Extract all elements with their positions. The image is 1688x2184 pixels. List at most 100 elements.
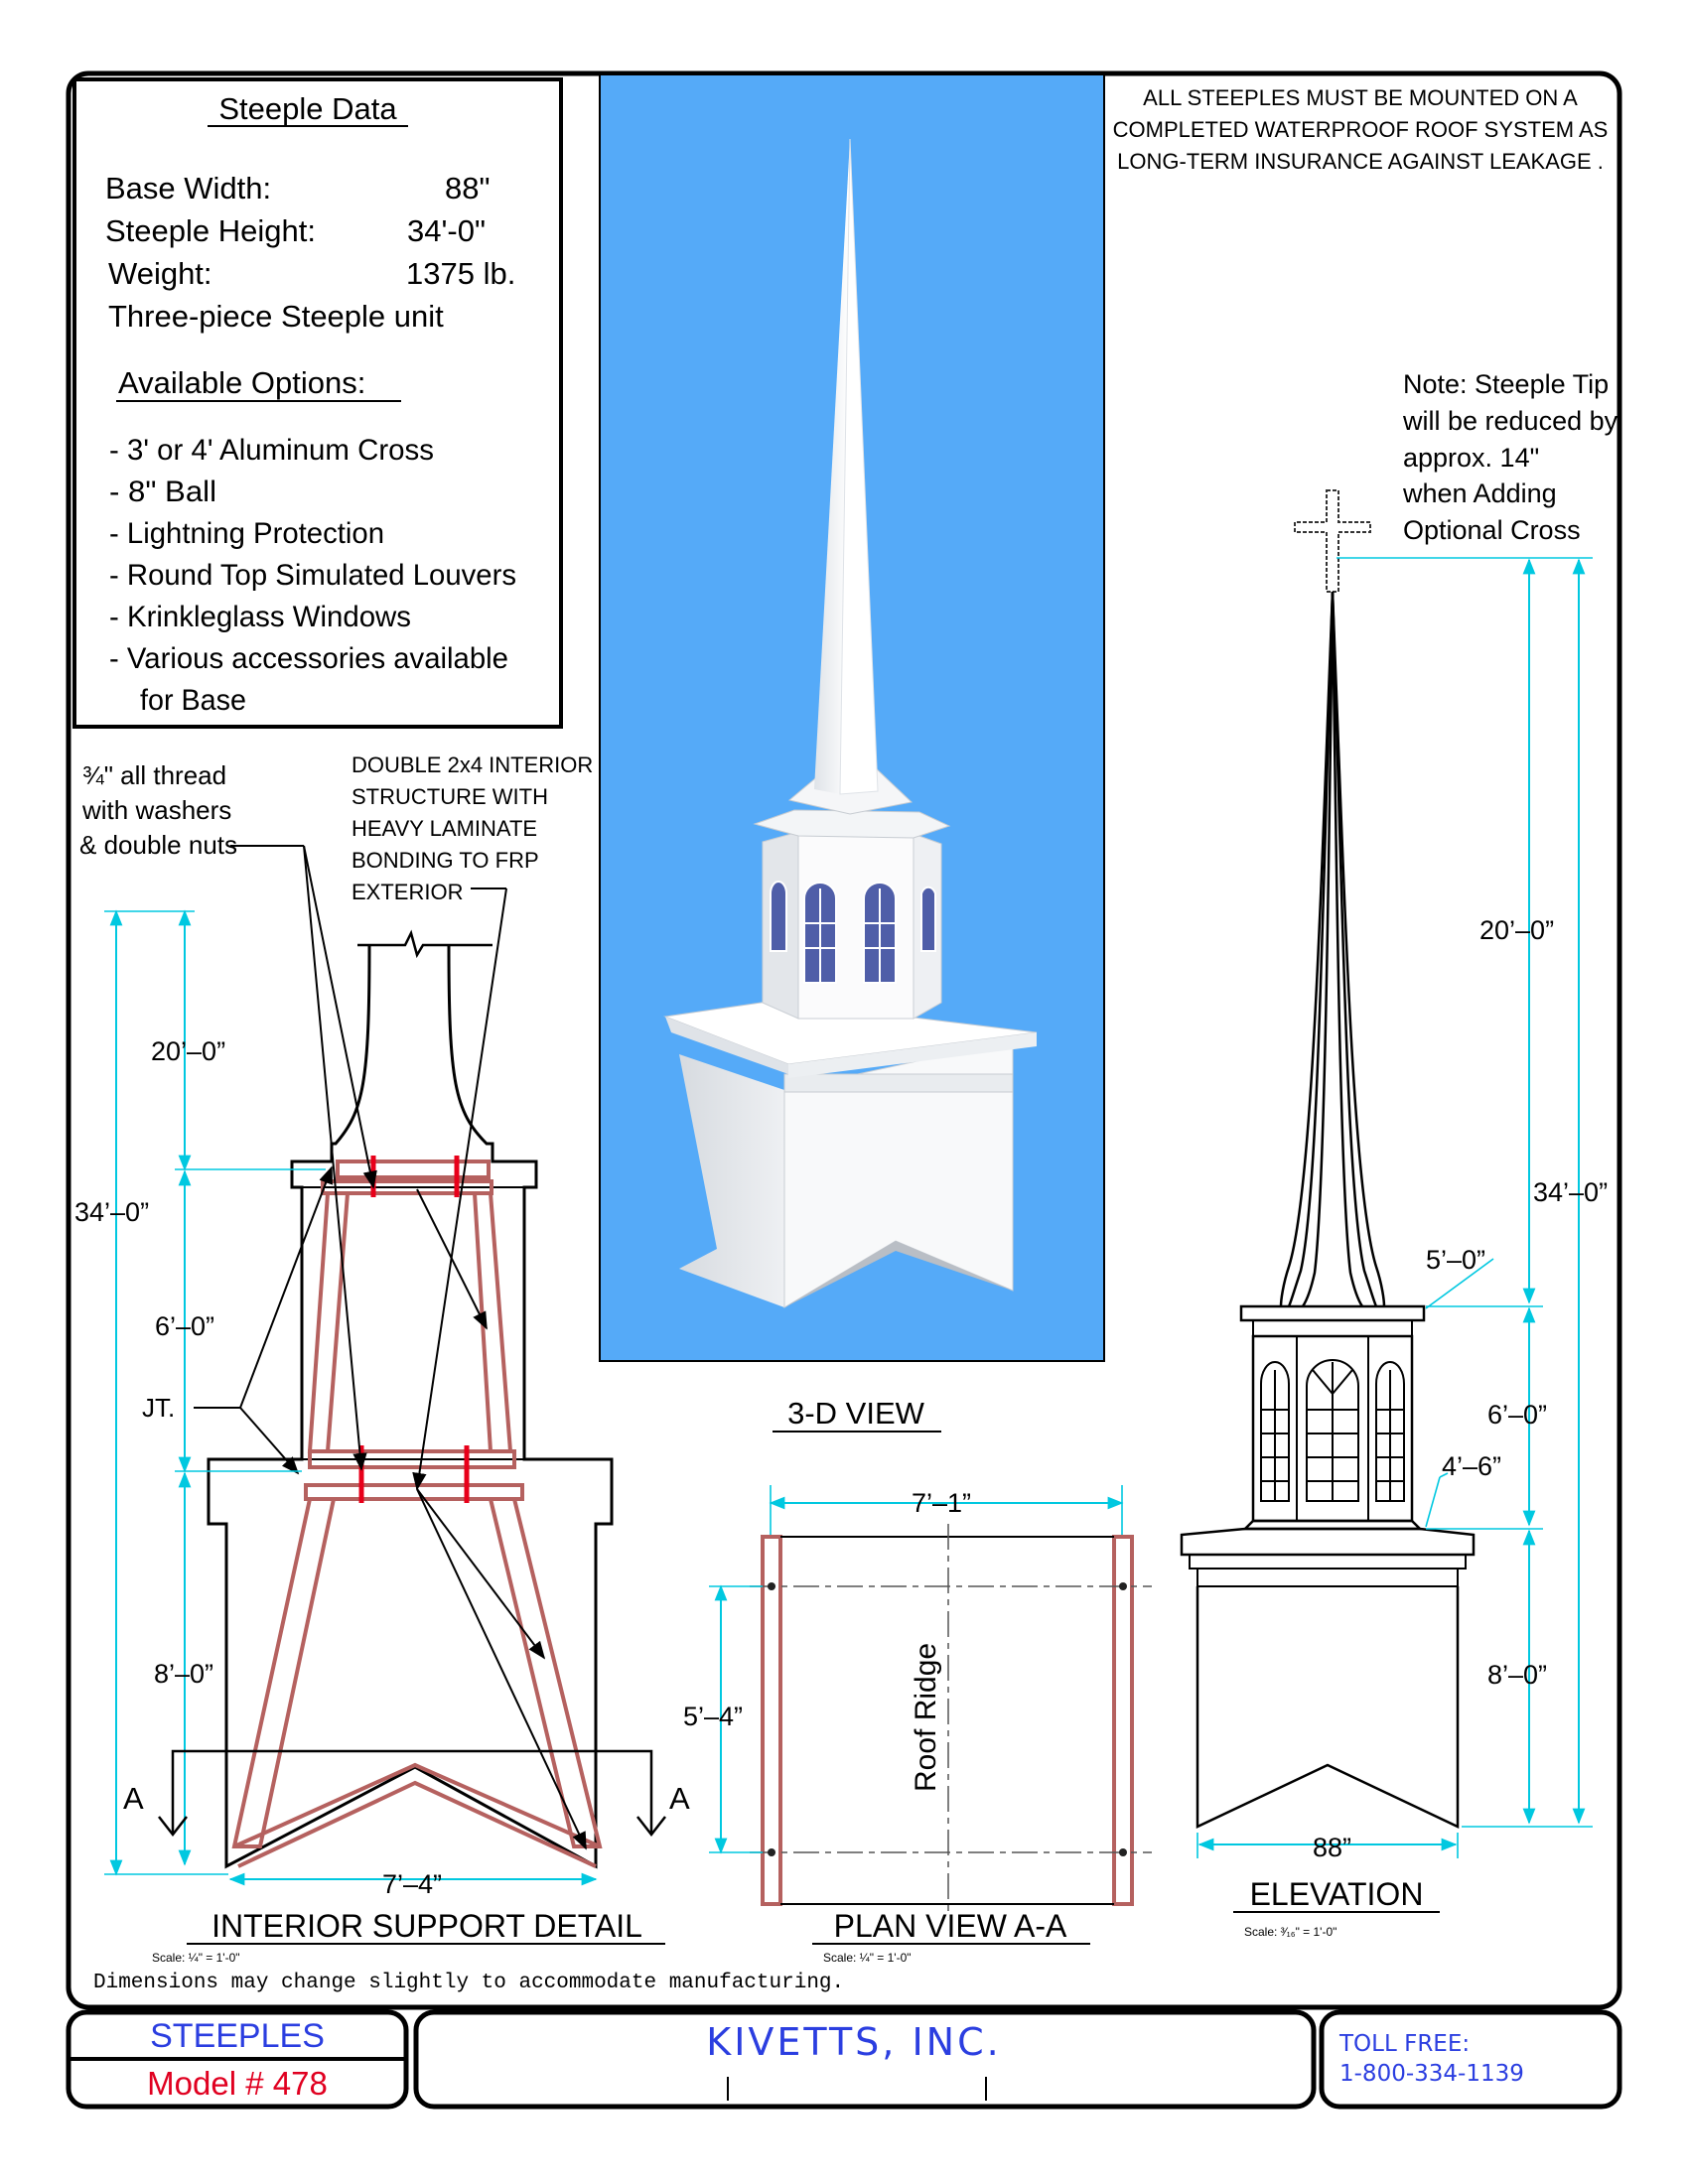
frame-upper-right-leg <box>472 1191 513 1453</box>
elev-dim-base-label: 8’–0” <box>1487 1660 1547 1690</box>
thread-leaders <box>230 845 377 1471</box>
leader-line <box>412 887 507 1491</box>
joint-label: JT. <box>142 1393 175 1423</box>
option-item: - 8" Ball <box>109 476 216 508</box>
base-cap-side <box>665 1017 788 1074</box>
dim-leader <box>1439 1472 1449 1478</box>
plan-rail-left <box>761 1535 782 1906</box>
notice-line: COMPLETED WATERPROOF ROOF SYSTEM AS <box>1113 117 1609 142</box>
leader-line <box>416 1488 546 1660</box>
spire-front <box>839 138 879 795</box>
dim-width-label: 7’–4” <box>382 1869 442 1899</box>
option-item: - Various accessories available <box>109 642 508 675</box>
base-roof-notch <box>784 1241 1013 1307</box>
options-list: - 3' or 4' Aluminum Cross - 8" Ball - Li… <box>109 434 516 717</box>
frame-rafter <box>233 1762 601 1848</box>
structure-callout-line: BONDING TO FRP <box>352 848 539 873</box>
data-box-frame <box>72 77 563 729</box>
interior-title: INTERIOR SUPPORT DETAIL <box>211 1908 642 1944</box>
spire-edge <box>1331 591 1364 1307</box>
phone-number: 1-800-334-1139 <box>1339 2061 1524 2087</box>
bolt-hole <box>768 1582 775 1590</box>
toll-free-label: TOLL FREE: <box>1338 2031 1470 2057</box>
structure-callout-line: STRUCTURE WITH <box>352 784 548 809</box>
section-arrow-left <box>158 1816 188 1838</box>
base-trim-band <box>783 1073 1014 1093</box>
interior-scale: Scale: ¼" = 1'-0" <box>152 1951 240 1965</box>
spec-value: 1375 lb. <box>406 256 515 291</box>
section-arrow-right <box>636 1816 666 1838</box>
frame-top-plate <box>336 1160 491 1179</box>
elevation-spire <box>1279 591 1386 1307</box>
tip-note: Note: Steeple Tip will be reduced by app… <box>1402 369 1618 545</box>
elev-dim-width-label: 88” <box>1313 1833 1351 1862</box>
section-break <box>357 929 492 959</box>
frame-lower-right-leg <box>488 1497 603 1848</box>
elevation-dimensions <box>1196 557 1593 1858</box>
leader-line <box>303 845 377 1189</box>
frame-upper-left-leg <box>307 1191 351 1453</box>
joint-leaders <box>194 1165 333 1475</box>
window-muntins <box>804 888 896 983</box>
view-3d-label: 3-D VIEW <box>787 1396 925 1431</box>
title-block: STEEPLES Model # 478 KIVETTS, INC. TOLL … <box>66 2009 1622 2110</box>
elev-dim-mid-label: 6’–0” <box>1487 1400 1547 1430</box>
elev-base-cap <box>1180 1527 1476 1557</box>
option-item: for Base <box>140 684 246 717</box>
tip-note-line: approx. 14" <box>1403 443 1539 473</box>
dim-mid-label: 6’–0” <box>155 1311 214 1341</box>
spire-left <box>814 139 850 794</box>
elev-base-frieze <box>1189 1554 1467 1570</box>
frame-mid-plate <box>308 1449 516 1469</box>
section-outline <box>207 944 614 1869</box>
model-label: Model # 478 <box>147 2065 328 2102</box>
interior-dimensions <box>104 909 598 1886</box>
contact-box <box>1319 2009 1622 2110</box>
steeple-data-box: Steeple Data Base Width: 88" Steeple Hei… <box>72 77 563 729</box>
belfry-cornice <box>753 809 951 839</box>
interior-frame <box>231 1160 603 1868</box>
dim-leader <box>1425 1258 1494 1309</box>
window-arch <box>1306 1359 1359 1502</box>
tip-note-line: when Adding <box>1402 478 1557 508</box>
bolt-hole <box>768 1848 775 1856</box>
elev-dim-top-label: 20’–0” <box>1479 915 1554 945</box>
plan-title: PLAN VIEW A-A <box>834 1908 1067 1944</box>
window-grid <box>1261 1362 1404 1501</box>
thread-callout-line3: & double nuts <box>79 830 237 860</box>
elevation-view: 20’–0” 34’–0” 5’–0” 6’–0” 4’–6” 8’–0” 88… <box>1180 489 1608 1939</box>
bolt-hole <box>1119 1582 1127 1590</box>
leader-line <box>303 845 367 1471</box>
leader-line <box>239 1165 333 1409</box>
leader-line <box>239 1407 300 1475</box>
notice-line: ALL STEEPLES MUST BE MOUNTED ON A <box>1143 85 1578 110</box>
manufacturing-note: Dimensions may change slightly to accomm… <box>93 1972 844 1994</box>
option-item: - Round Top Simulated Louvers <box>109 559 516 592</box>
elevation-scale: Scale: ³⁄₁₆" = 1'-0" <box>1244 1925 1336 1939</box>
unit-note: Three-piece Steeple unit <box>108 299 444 334</box>
plan-rail-right <box>1112 1535 1134 1906</box>
option-item: - 3' or 4' Aluminum Cross <box>109 434 434 467</box>
spec-value: 34'-0" <box>407 213 486 248</box>
dim-base-label: 8’–0” <box>154 1659 213 1689</box>
elevation-title: ELEVATION <box>1250 1876 1424 1912</box>
structure-callout-line: EXTERIOR <box>352 880 463 904</box>
cross-icon <box>1294 489 1371 593</box>
frame-lower-left-leg <box>231 1497 337 1848</box>
tip-note-line: Note: Steeple Tip <box>1403 369 1609 399</box>
leader-line <box>416 1188 488 1330</box>
company-box <box>413 2009 1317 2110</box>
thread-callout-line2: with washers <box>81 795 231 825</box>
plan-depth-label: 5’–4” <box>683 1702 743 1731</box>
options-title: Available Options: <box>118 365 365 400</box>
base-cap-front <box>788 1032 1037 1078</box>
elev-dim-tower-label: 5’–0” <box>1426 1245 1485 1275</box>
notice-line: LONG-TERM INSURANCE AGAINST LEAKAGE . <box>1117 149 1604 174</box>
option-item: - Krinkleglass Windows <box>109 601 411 633</box>
spire-edge <box>1301 591 1335 1307</box>
plan-scale: Scale: ¼" = 1'-0" <box>823 1951 912 1965</box>
elev-dim-total-label: 34’–0” <box>1533 1177 1608 1207</box>
option-item: - Lightning Protection <box>109 517 384 550</box>
elev-dim-belfry-label: 4’–6” <box>1442 1451 1501 1481</box>
company-name: KIVETTS, INC. <box>706 2020 1001 2064</box>
